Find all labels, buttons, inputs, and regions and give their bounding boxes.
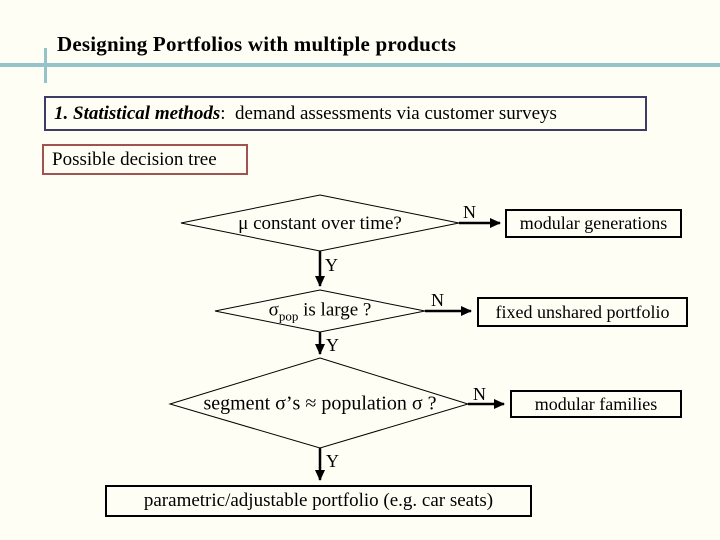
yes-label-1: Y: [325, 255, 338, 275]
page-title: Designing Portfolios with multiple produ…: [57, 32, 457, 56]
statistical-methods-lead: 1. Statistical methods: [54, 102, 221, 124]
statistical-methods-box: 1. Statistical methods: demand assessmen…: [44, 96, 647, 131]
statistical-methods-rest: : demand assessments via customer survey…: [220, 102, 557, 124]
outcome-fixed-unshared-portfolio-label: fixed unshared portfolio: [495, 301, 670, 322]
outcome-modular-families-label: modular families: [534, 393, 658, 414]
decision-3-label: segment σ’s ≈ population σ ?: [203, 392, 437, 415]
accent-horizontal-rule: [0, 63, 720, 67]
yes-label-2: Y: [326, 335, 339, 355]
decision-2-sigma: σ: [268, 299, 279, 321]
outcome-modular-generations: modular generations: [505, 209, 682, 238]
decision-2-subscript: pop: [278, 308, 299, 324]
decision-2-label: σpop is large ?: [269, 300, 372, 325]
outcome-modular-families: modular families: [510, 390, 682, 418]
decision-1-label: μ constant over time?: [238, 213, 402, 234]
no-label-2: N: [431, 290, 444, 310]
yes-label-3: Y: [326, 451, 339, 471]
no-label-3: N: [473, 384, 486, 404]
decision-tree-label-box: Possible decision tree: [42, 144, 248, 175]
outcome-fixed-unshared-portfolio: fixed unshared portfolio: [477, 297, 688, 327]
outcome-parametric-portfolio-label: parametric/adjustable portfolio (e.g. ca…: [143, 490, 494, 511]
no-label-1: N: [463, 202, 476, 222]
decision-2-rest: is large ?: [298, 299, 372, 321]
accent-vertical-tick: [44, 48, 47, 83]
outcome-parametric-portfolio: parametric/adjustable portfolio (e.g. ca…: [105, 485, 532, 517]
decision-tree-label: Possible decision tree: [52, 148, 217, 170]
outcome-modular-generations-label: modular generations: [519, 213, 668, 233]
